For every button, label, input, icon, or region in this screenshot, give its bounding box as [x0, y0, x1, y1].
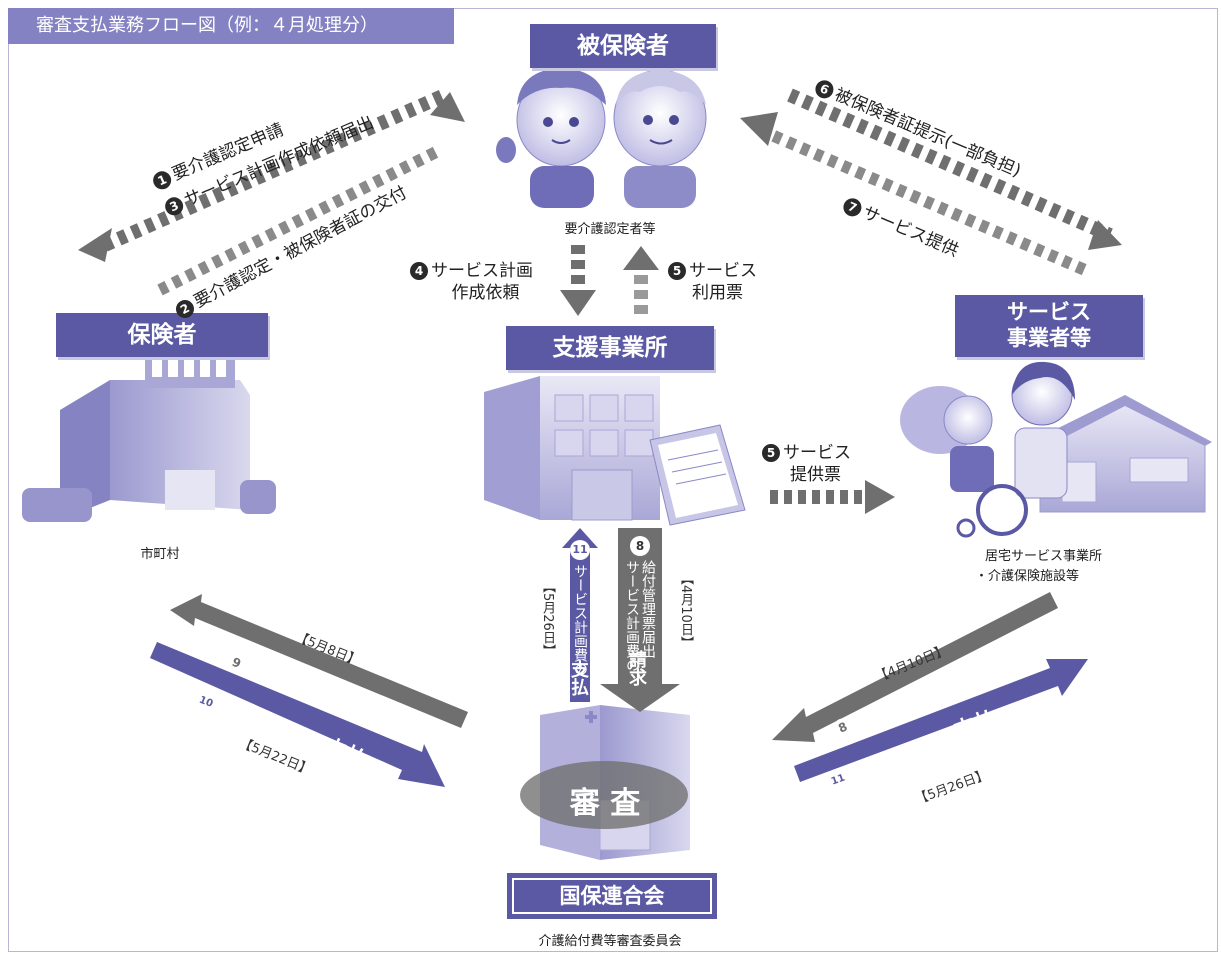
diagram-title: 審査支払業務フロー図（例：４月処理分） — [8, 8, 454, 44]
arrow-support-provider — [770, 480, 895, 514]
flow-8-vertical-bold: 請求 — [626, 650, 647, 686]
arrow-payment-to-provider — [794, 659, 1088, 782]
flow-8-vertical-text2: サービス計画費の — [624, 560, 640, 672]
flow-11-vertical-date: 【5月26日】 — [540, 580, 555, 657]
arrow-insured-support — [560, 245, 659, 320]
arrow-payment-from-insurer — [150, 642, 445, 787]
insured-caption: 要介護認定者等 — [564, 222, 656, 237]
insured-box: 被保険者 — [530, 24, 716, 68]
flow-8-vertical-number: 8 — [630, 536, 650, 556]
insured-people-illustration — [496, 68, 707, 208]
city-hall-building-illustration — [22, 348, 276, 522]
arrow-claim-to-insurer — [170, 594, 468, 728]
arrow-insured-insurer — [78, 88, 465, 296]
service-provider-line2: 事業者等 — [1007, 326, 1091, 350]
diagram-frame — [8, 8, 1218, 952]
flow-11-vertical-text: サービス計画費の — [572, 564, 588, 676]
kokuho-caption: 介護給付費等審査委員会 — [538, 934, 682, 949]
support-office-box: 支援事業所 — [506, 326, 714, 370]
review-label: 審 査 — [569, 786, 641, 821]
review-oval — [520, 761, 688, 829]
kokuho-box: 国保連合会 — [507, 873, 717, 919]
support-office-building-illustration — [484, 376, 746, 526]
care-facility-illustration — [900, 361, 1212, 538]
flow-8-vertical-text1: 給付管理票届出 — [640, 560, 656, 658]
flow-11-vertical-number: 11 — [570, 540, 590, 560]
insurer-caption: 市町村 — [140, 547, 180, 562]
insurer-box: 保険者 — [56, 313, 268, 357]
arrow-insured-provider — [740, 88, 1122, 276]
arrow-claim-from-provider — [772, 592, 1058, 742]
service-provider-line1: サービス — [1007, 300, 1091, 324]
arrow-claim-down — [600, 528, 680, 712]
arrow-payment-up — [562, 528, 598, 702]
provider-caption-line2: ・介護保険施設等 — [975, 569, 1080, 584]
provider-caption-line1: 居宅サービス事業所 — [985, 549, 1103, 564]
flow-11-vertical-bold: 支払 — [568, 660, 589, 696]
flow-8-vertical-date: 【4月10日】 — [678, 572, 693, 649]
service-provider-box: サービス 事業者等 — [955, 295, 1143, 357]
